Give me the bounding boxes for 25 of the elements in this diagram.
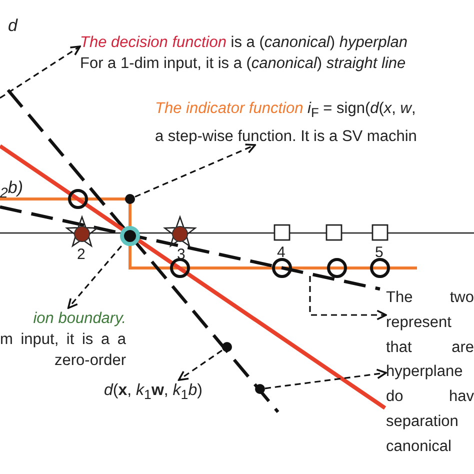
function-label: d xyxy=(8,16,18,36)
point-number: 2 xyxy=(77,246,86,263)
description-text: is a (canonical) hyperplan xyxy=(230,34,408,51)
dashed-arrow xyxy=(134,144,256,198)
point-dot xyxy=(222,342,232,352)
dashed-arrow xyxy=(0,46,81,99)
point-dot xyxy=(255,384,265,394)
dashed-arrow xyxy=(264,368,387,390)
function-label: $_{2}$b) xyxy=(0,178,23,202)
description-text: The two represent that are hyperplane do hav separation canonical xyxy=(386,288,474,457)
dashed-arrow xyxy=(309,276,387,320)
heading-text: The decision function xyxy=(80,34,226,51)
point-number: 4 xyxy=(277,244,286,261)
dashed-arrow xyxy=(178,350,222,381)
heading-text: The indicator function xyxy=(155,100,304,117)
description-text: a step-wise function. It is a SV machin xyxy=(155,127,418,148)
description-text: i$_{F}$ = sign(d(x, w, xyxy=(308,100,416,117)
dashed-arrow xyxy=(67,245,122,309)
boundary-point xyxy=(120,226,140,246)
description-text: For a 1-dim input, it is a (canonical) straight line xyxy=(80,54,407,74)
description-text: m input, it is a a zero-order xyxy=(0,330,126,371)
description-text: d(x, k$_{1}$w, k$_{1}$b) xyxy=(104,381,204,404)
heading-text: ion boundary. xyxy=(32,309,126,329)
point-dot xyxy=(125,194,135,204)
point-number: 5 xyxy=(375,244,384,261)
